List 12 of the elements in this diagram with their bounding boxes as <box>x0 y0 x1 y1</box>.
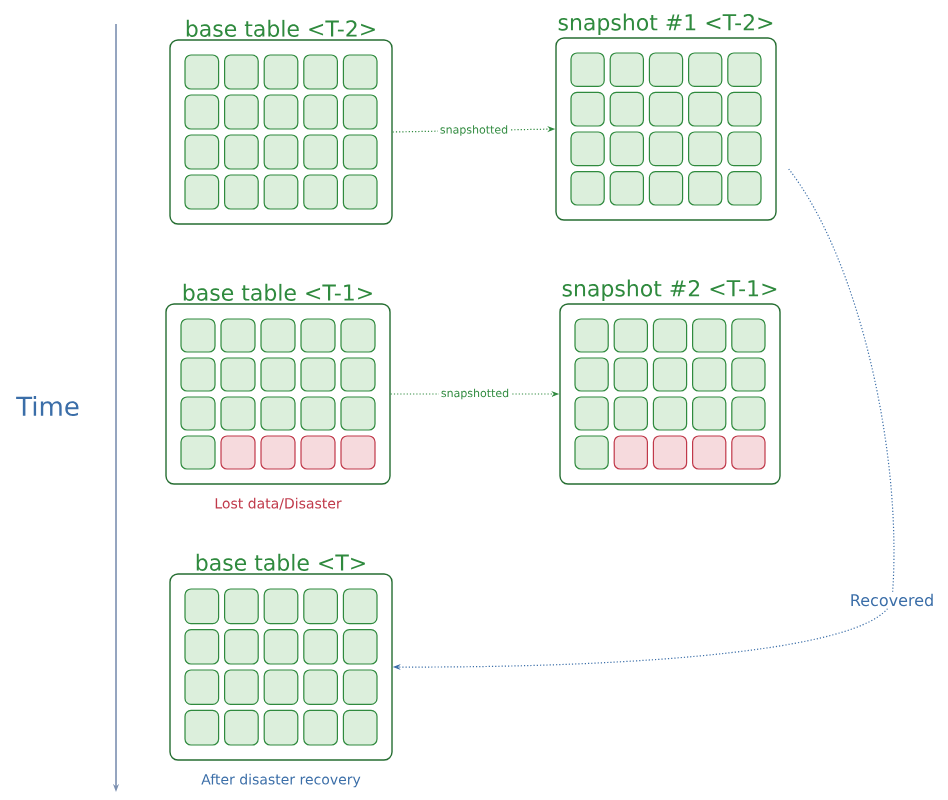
node-label: base table <T> <box>196 553 365 571</box>
table-box: base table <T-1> <box>165 283 391 485</box>
edge-label: Recovered <box>847 591 937 609</box>
node-label: base table <T-1> <box>183 283 372 301</box>
axis-label: Time <box>16 395 79 417</box>
node-label: snapshot #2 <T-1> <box>562 279 777 301</box>
table-box: base table <T> <box>169 553 393 761</box>
table-box: base table <T-2> <box>169 19 393 225</box>
node-label: base table <T-2> <box>186 19 375 37</box>
table-box: snapshot #2 <T-1> <box>559 279 781 485</box>
node-label: snapshot #1 <T-2> <box>558 13 773 35</box>
table-box: snapshot #1 <T-2> <box>555 13 777 221</box>
